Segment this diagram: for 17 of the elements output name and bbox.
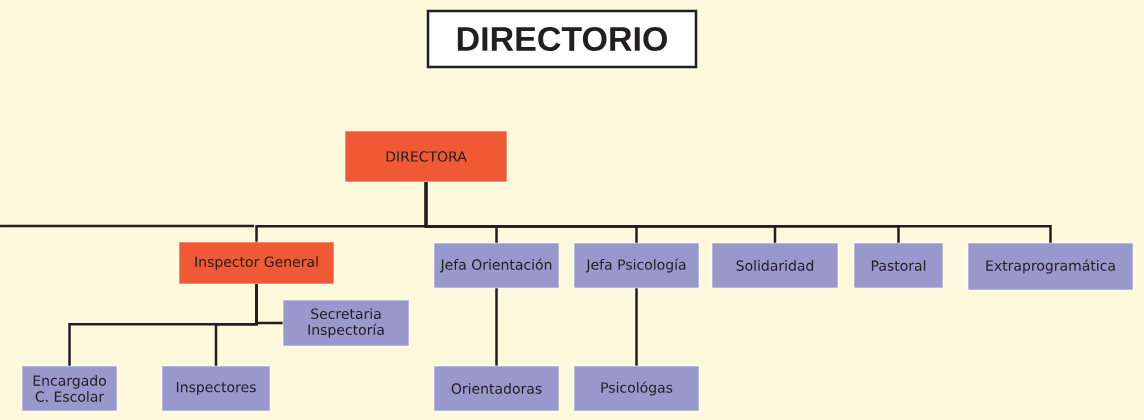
head-box: Inspector General — [178, 241, 335, 285]
department-box: Solidaridad — [711, 242, 839, 289]
department-box: Jefa Orientación — [433, 242, 560, 289]
staff-box: Orientadoras — [433, 365, 560, 412]
staff-box: Secretaria Inspectoría — [282, 299, 410, 347]
staff-box: Encargado C. Escolar — [21, 365, 118, 412]
connector-line — [214, 284, 258, 366]
staff-box: Psicológas — [573, 365, 700, 412]
staff-box: Inspectores — [161, 365, 271, 412]
director-box: DIRECTORA — [344, 130, 508, 183]
connector-line — [424, 182, 1052, 243]
title-box: DIRECTORIO — [426, 9, 698, 69]
department-box: Extraprogramática — [967, 242, 1134, 291]
department-box: Jefa Psicología — [573, 242, 700, 289]
connector-line — [635, 288, 638, 366]
connector-line — [495, 288, 498, 366]
department-box: Pastoral — [853, 242, 944, 289]
